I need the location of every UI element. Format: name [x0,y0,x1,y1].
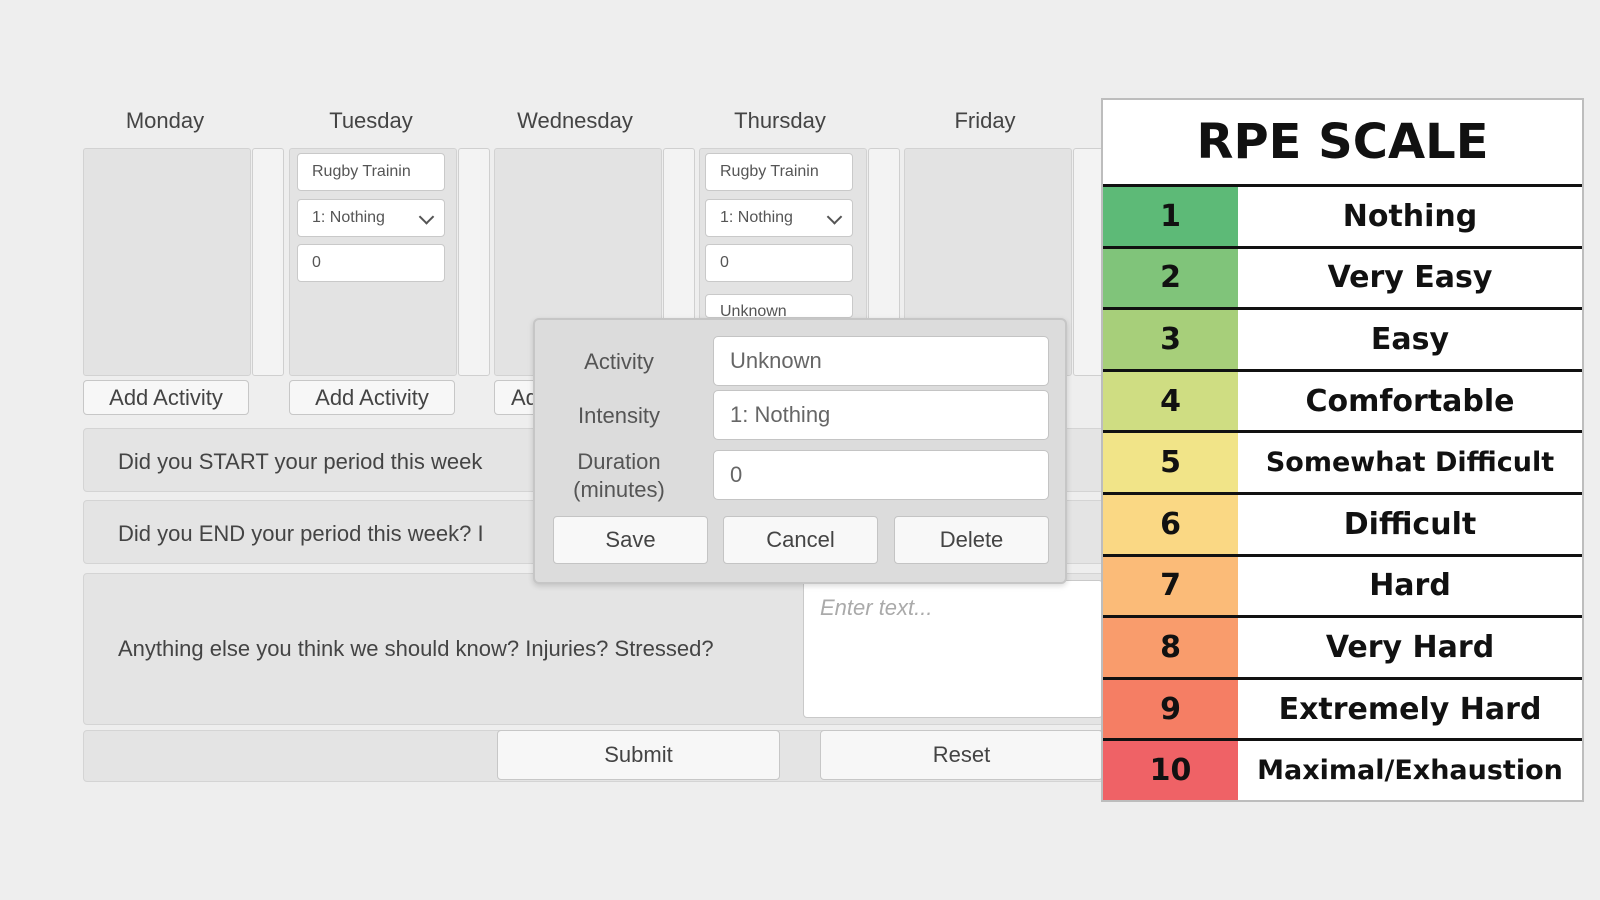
rpe-level-label: Difficult [1238,494,1582,554]
monday-activity-list [83,148,251,376]
tuesday-intensity-value: 1: Nothing [312,209,385,226]
chevron-down-icon [418,209,435,225]
dialog-activity-field[interactable]: Unknown [713,336,1049,386]
tuesday-scrollbar[interactable] [458,148,490,376]
dialog-activity-label: Activity [584,349,654,374]
rpe-level-label: Comfortable [1238,371,1582,431]
rpe-level-label: Maximal/Exhaustion [1238,741,1582,800]
chevron-down-icon [826,209,843,225]
day-label-wednesday: Wednesday [517,108,633,133]
tuesday-add-activity-button[interactable]: Add Activity [289,380,455,415]
thursday-duration-field[interactable]: 0 [705,244,853,282]
rpe-level-number: 9 [1103,679,1238,739]
day-label-monday: Monday [125,108,205,133]
day-label-thursday: Thursday [734,108,826,133]
rpe-level-label: Nothing [1238,187,1582,246]
dialog-duration-field[interactable]: 0 [713,450,1049,500]
monday-scrollbar[interactable] [252,148,284,376]
rpe-level-number: 6 [1103,494,1238,554]
dialog-duration-label-line1: Duration [577,449,661,474]
rpe-level-number: 5 [1103,433,1238,492]
rpe-level-label: Very Hard [1238,618,1582,677]
notes-question: Anything else you think we should know? … [118,636,714,661]
dialog-duration-label: Duration (minutes) [549,448,689,504]
rpe-level-number: 7 [1103,556,1238,616]
rpe-level-number: 3 [1103,310,1238,369]
dialog-delete-button[interactable]: Delete [894,516,1049,564]
submit-button[interactable]: Submit [497,730,780,780]
rpe-level-number: 4 [1103,371,1238,431]
day-label-tuesday: Tuesday [329,108,413,133]
period-end-question: Did you END your period this week? I [118,521,484,546]
dialog-intensity-label: Intensity [578,403,660,428]
thursday-activity-field[interactable]: Rugby Trainin [705,153,853,191]
rpe-scale-title: RPE SCALE [1103,100,1582,187]
rpe-level-label: Somewhat Difficult [1238,433,1582,492]
dialog-cancel-button[interactable]: Cancel [723,516,878,564]
notes-textarea[interactable]: Enter text... [803,580,1103,718]
tuesday-activity-field[interactable]: Rugby Trainin [297,153,445,191]
reset-button[interactable]: Reset [820,730,1103,780]
dialog-duration-label-line2: (minutes) [573,477,665,502]
rpe-level-number: 2 [1103,248,1238,308]
rpe-level-number: 8 [1103,618,1238,677]
thursday-intensity-select[interactable]: 1: Nothing [705,199,853,237]
dialog-intensity-select[interactable]: 1: Nothing [713,390,1049,440]
rpe-level-number: 1 [1103,187,1238,246]
rpe-level-label: Easy [1238,310,1582,369]
dialog-intensity-value: 1: Nothing [730,402,831,427]
rpe-level-label: Extremely Hard [1238,679,1582,739]
day-label-friday: Friday [954,108,1016,133]
thursday-next-activity-field[interactable]: Unknown [705,294,853,318]
monday-add-activity-button[interactable]: Add Activity [83,380,249,415]
thursday-intensity-value: 1: Nothing [720,209,793,226]
period-start-question: Did you START your period this week [118,449,483,474]
rpe-level-label: Very Easy [1238,248,1582,308]
tuesday-duration-field[interactable]: 0 [297,244,445,282]
edit-activity-dialog: Activity Unknown Intensity 1: Nothing Du… [533,318,1067,584]
tuesday-intensity-select[interactable]: 1: Nothing [297,199,445,237]
rpe-level-number: 10 [1103,741,1238,800]
rpe-level-label: Hard [1238,556,1582,616]
dialog-save-button[interactable]: Save [553,516,708,564]
